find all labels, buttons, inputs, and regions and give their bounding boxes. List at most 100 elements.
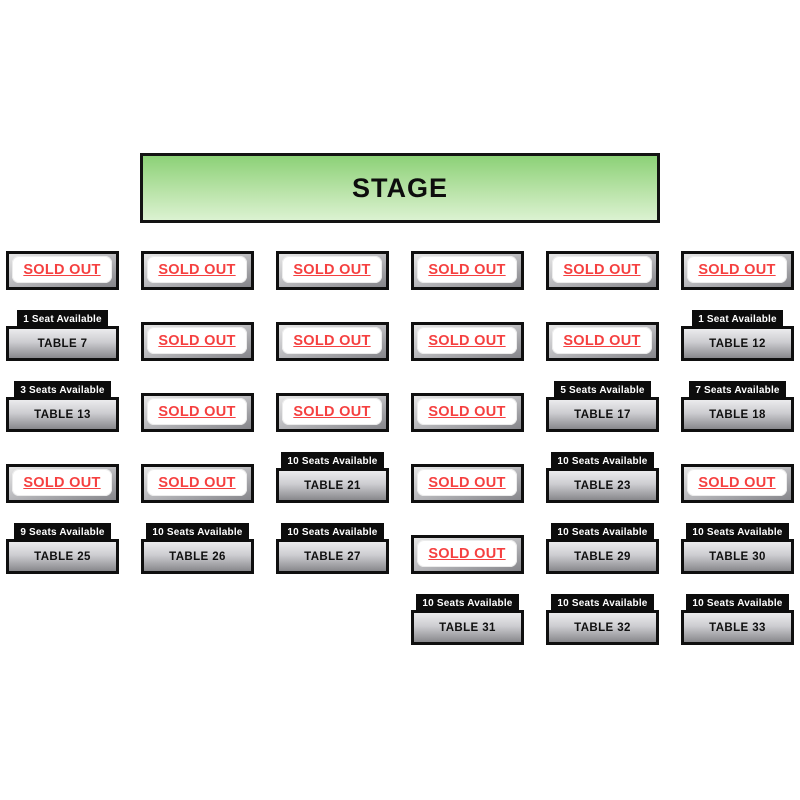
- table-box[interactable]: TABLE 26: [141, 539, 254, 574]
- table-label: TABLE 18: [709, 408, 766, 421]
- table-sold-out-panel: SOLD OUT: [417, 469, 517, 496]
- sold-out-label: SOLD OUT: [428, 403, 506, 420]
- table-label: TABLE 7: [37, 337, 88, 350]
- table-box[interactable]: TABLE 31: [411, 610, 524, 645]
- seats-available-badge: 5 Seats Available: [554, 381, 651, 400]
- table-sold-out: SOLD OUT: [681, 464, 794, 503]
- table-sold-out: SOLD OUT: [411, 464, 524, 503]
- table-available[interactable]: 9 Seats Available TABLE 25: [6, 523, 119, 574]
- table-box[interactable]: TABLE 25: [6, 539, 119, 574]
- table-sold-out: SOLD OUT: [411, 322, 524, 361]
- table-available[interactable]: 10 Seats Available TABLE 30: [681, 523, 794, 574]
- table-label: TABLE 33: [709, 621, 766, 634]
- table-sold-out: SOLD OUT: [141, 251, 254, 290]
- sold-out-label: SOLD OUT: [23, 261, 101, 278]
- table-sold-out: SOLD OUT: [411, 535, 524, 574]
- sold-out-label: SOLD OUT: [23, 474, 101, 491]
- table-available[interactable]: 10 Seats Available TABLE 26: [141, 523, 254, 574]
- sold-out-label: SOLD OUT: [293, 261, 371, 278]
- table-available[interactable]: 10 Seats Available TABLE 31: [411, 594, 524, 645]
- table-available[interactable]: 10 Seats Available TABLE 32: [546, 594, 659, 645]
- table-sold-out-panel: SOLD OUT: [417, 327, 517, 354]
- table-label: TABLE 21: [304, 479, 361, 492]
- table-sold-out: SOLD OUT: [6, 464, 119, 503]
- table-label: TABLE 26: [169, 550, 226, 563]
- seats-available-badge: 10 Seats Available: [281, 523, 384, 542]
- table-box[interactable]: TABLE 32: [546, 610, 659, 645]
- table-available[interactable]: 3 Seats Available TABLE 13: [6, 381, 119, 432]
- table-available[interactable]: 10 Seats Available TABLE 33: [681, 594, 794, 645]
- table-label: TABLE 25: [34, 550, 91, 563]
- table-sold-out-panel: SOLD OUT: [282, 398, 382, 425]
- table-sold-out-panel: SOLD OUT: [147, 469, 247, 496]
- table-label: TABLE 17: [574, 408, 631, 421]
- table-sold-out: SOLD OUT: [411, 251, 524, 290]
- seats-available-badge: 10 Seats Available: [146, 523, 249, 542]
- sold-out-label: SOLD OUT: [563, 332, 641, 349]
- sold-out-label: SOLD OUT: [158, 403, 236, 420]
- seats-available-badge: 10 Seats Available: [281, 452, 384, 471]
- seats-available-badge: 3 Seats Available: [14, 381, 111, 400]
- table-sold-out-panel: SOLD OUT: [147, 256, 247, 283]
- seats-available-badge: 1 Seat Available: [692, 310, 783, 329]
- table-label: TABLE 23: [574, 479, 631, 492]
- table-sold-out: SOLD OUT: [681, 251, 794, 290]
- table-available[interactable]: 7 Seats Available TABLE 18: [681, 381, 794, 432]
- table-sold-out-panel: SOLD OUT: [12, 256, 112, 283]
- table-box[interactable]: TABLE 27: [276, 539, 389, 574]
- seats-available-badge: 10 Seats Available: [686, 523, 789, 542]
- table-sold-out-panel: SOLD OUT: [687, 256, 787, 283]
- table-box[interactable]: TABLE 17: [546, 397, 659, 432]
- stage-label: STAGE: [351, 172, 448, 203]
- table-box[interactable]: TABLE 13: [6, 397, 119, 432]
- table-sold-out: SOLD OUT: [6, 251, 119, 290]
- sold-out-label: SOLD OUT: [158, 332, 236, 349]
- seats-available-badge: 10 Seats Available: [416, 594, 519, 613]
- table-sold-out: SOLD OUT: [141, 464, 254, 503]
- table-sold-out: SOLD OUT: [141, 393, 254, 432]
- sold-out-label: SOLD OUT: [698, 474, 776, 491]
- table-box[interactable]: TABLE 12: [681, 326, 794, 361]
- sold-out-label: SOLD OUT: [158, 261, 236, 278]
- table-sold-out-panel: SOLD OUT: [282, 327, 382, 354]
- table-available[interactable]: 5 Seats Available TABLE 17: [546, 381, 659, 432]
- seats-available-badge: 1 Seat Available: [17, 310, 108, 329]
- table-label: TABLE 32: [574, 621, 631, 634]
- table-sold-out-panel: SOLD OUT: [552, 256, 652, 283]
- table-sold-out-panel: SOLD OUT: [417, 256, 517, 283]
- table-box[interactable]: TABLE 29: [546, 539, 659, 574]
- table-available[interactable]: 1 Seat Available TABLE 12: [681, 310, 794, 361]
- table-available[interactable]: 10 Seats Available TABLE 27: [276, 523, 389, 574]
- table-label: TABLE 31: [439, 621, 496, 634]
- table-box[interactable]: TABLE 18: [681, 397, 794, 432]
- table-label: TABLE 13: [34, 408, 91, 421]
- sold-out-label: SOLD OUT: [428, 332, 506, 349]
- table-sold-out-panel: SOLD OUT: [687, 469, 787, 496]
- table-label: TABLE 30: [709, 550, 766, 563]
- table-box[interactable]: TABLE 21: [276, 468, 389, 503]
- sold-out-label: SOLD OUT: [428, 474, 506, 491]
- table-sold-out: SOLD OUT: [276, 393, 389, 432]
- seats-available-badge: 10 Seats Available: [551, 523, 654, 542]
- sold-out-label: SOLD OUT: [698, 261, 776, 278]
- table-available[interactable]: 10 Seats Available TABLE 21: [276, 452, 389, 503]
- table-sold-out: SOLD OUT: [546, 251, 659, 290]
- sold-out-label: SOLD OUT: [158, 474, 236, 491]
- sold-out-label: SOLD OUT: [563, 261, 641, 278]
- table-available[interactable]: 10 Seats Available TABLE 23: [546, 452, 659, 503]
- table-available[interactable]: 10 Seats Available TABLE 29: [546, 523, 659, 574]
- table-box[interactable]: TABLE 23: [546, 468, 659, 503]
- table-sold-out-panel: SOLD OUT: [417, 398, 517, 425]
- seats-available-badge: 10 Seats Available: [551, 594, 654, 613]
- table-box[interactable]: TABLE 33: [681, 610, 794, 645]
- sold-out-label: SOLD OUT: [293, 332, 371, 349]
- table-box[interactable]: TABLE 30: [681, 539, 794, 574]
- table-label: TABLE 29: [574, 550, 631, 563]
- table-available[interactable]: 1 Seat Available TABLE 7: [6, 310, 119, 361]
- table-sold-out: SOLD OUT: [411, 393, 524, 432]
- sold-out-label: SOLD OUT: [428, 261, 506, 278]
- table-box[interactable]: TABLE 7: [6, 326, 119, 361]
- table-sold-out: SOLD OUT: [141, 322, 254, 361]
- table-sold-out: SOLD OUT: [276, 251, 389, 290]
